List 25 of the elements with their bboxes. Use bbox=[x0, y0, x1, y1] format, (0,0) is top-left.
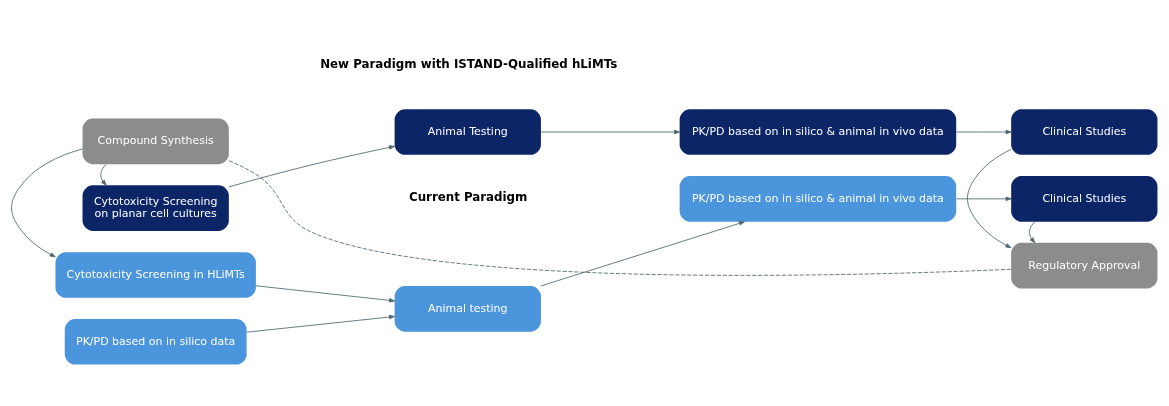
node-box: Regulatory Approval bbox=[1011, 242, 1158, 288]
connector bbox=[228, 159, 1012, 276]
arrow bbox=[956, 129, 1012, 134]
arrow bbox=[967, 148, 1012, 248]
node-box: PK/PD based on in silico data bbox=[64, 318, 247, 365]
arrow bbox=[1029, 220, 1036, 243]
arrow bbox=[255, 284, 395, 303]
node-box: Animal testing bbox=[394, 285, 541, 332]
arrow bbox=[11, 148, 83, 257]
arrow bbox=[956, 196, 1012, 201]
node-box: Clinical Studies bbox=[1011, 175, 1158, 222]
node-box: PK/PD based on in silico & animal in vivo data bbox=[679, 108, 957, 155]
node-box: Cytotoxicity Screening in HLiMTs bbox=[55, 251, 256, 298]
node-box: PK/PD based on in silico & animal in vivo data bbox=[679, 175, 957, 222]
arrow bbox=[100, 163, 107, 186]
label: Current Paradigm bbox=[408, 189, 528, 204]
label: New Paradigm with ISTAND-Qualified hLiMTs bbox=[320, 56, 618, 70]
arrow bbox=[540, 129, 681, 134]
node-box: Cytotoxicity Screening on planar cell cultures bbox=[82, 184, 229, 231]
node-box: Animal Testing bbox=[394, 108, 541, 155]
arrow bbox=[228, 144, 395, 187]
arrow bbox=[540, 220, 745, 286]
arrow bbox=[246, 314, 395, 333]
node-box: Compound Synthesis bbox=[82, 118, 229, 164]
node-box: Clinical Studies bbox=[1011, 108, 1158, 155]
